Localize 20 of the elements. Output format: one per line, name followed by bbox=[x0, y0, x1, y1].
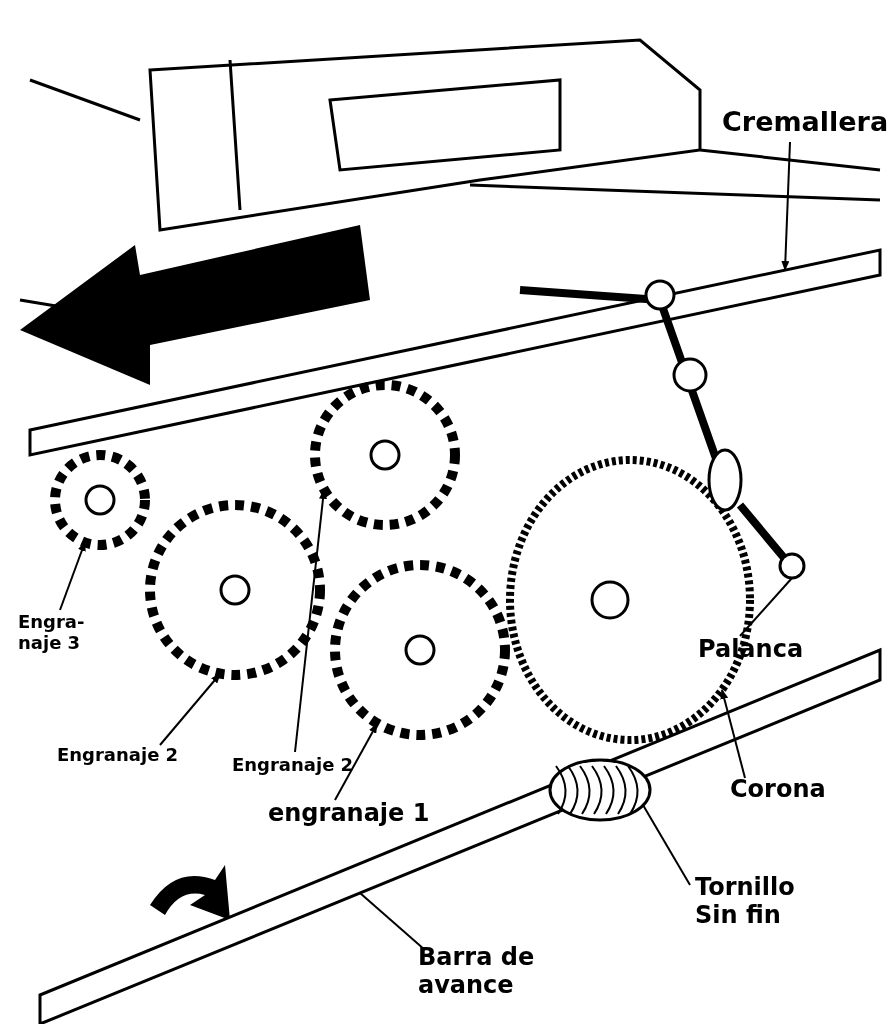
part-label: Tornillo Sin fin bbox=[695, 874, 835, 930]
part-label: engranaje 1 bbox=[268, 800, 458, 828]
part-label: Corona bbox=[730, 776, 860, 804]
leader-line bbox=[159, 673, 221, 746]
part-label: Engranaje 2 bbox=[57, 745, 207, 766]
gear bbox=[50, 450, 150, 550]
part-label: Palanca bbox=[698, 636, 828, 664]
leader-line bbox=[781, 141, 791, 271]
leader-line bbox=[720, 689, 746, 779]
part-label: Engra- naje 3 bbox=[18, 612, 86, 654]
gear bbox=[330, 560, 510, 740]
part-label: Engranaje 2 bbox=[232, 755, 382, 776]
gear bbox=[310, 380, 460, 530]
part-label: Barra de avance bbox=[418, 944, 568, 1000]
part-label: Cremallera bbox=[722, 106, 889, 138]
leader-line bbox=[739, 577, 793, 637]
leader-line bbox=[642, 804, 691, 886]
gear bbox=[145, 500, 325, 680]
leader-line bbox=[334, 723, 378, 801]
gear-rack bbox=[28, 248, 882, 457]
